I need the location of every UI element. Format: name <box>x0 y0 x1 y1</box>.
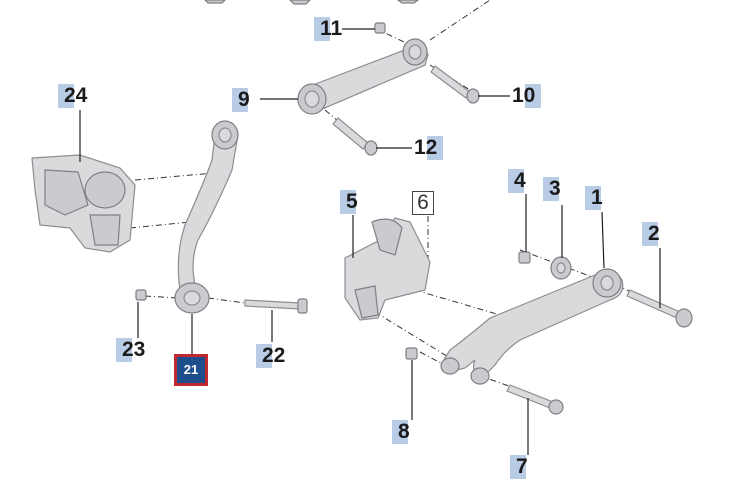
washer-3 <box>550 256 572 280</box>
leader-lines <box>79 28 661 455</box>
callout-1: 1 <box>585 186 607 210</box>
bolt-12 <box>332 117 378 156</box>
nut-23 <box>135 289 147 301</box>
callout-23: 23 <box>116 338 150 362</box>
wheel-carrier-24 <box>31 154 136 253</box>
nut-8 <box>405 347 418 360</box>
callout-4: 4 <box>508 169 530 193</box>
callout-11: 11 <box>314 17 347 41</box>
callout-6: 6 <box>412 191 434 215</box>
nut-11 <box>374 22 386 34</box>
callout-22: 22 <box>256 344 290 368</box>
callout-5: 5 <box>340 190 362 214</box>
callout-12: 12 <box>410 136 444 160</box>
control-arm-21 <box>174 120 239 314</box>
partial-item <box>204 0 226 4</box>
upper-link-arm <box>297 38 429 115</box>
callout-10: 10 <box>508 84 542 108</box>
bolt-22 <box>244 298 308 314</box>
callout-2: 2 <box>642 222 664 246</box>
partial-item <box>397 0 419 4</box>
trailing-arm-1 <box>440 268 624 385</box>
callout-24: 24 <box>58 84 92 108</box>
callout-3: 3 <box>543 177 565 201</box>
callout-8: 8 <box>392 420 414 444</box>
bolt-7 <box>506 384 564 415</box>
nut-4 <box>518 251 531 264</box>
callout-21[interactable]: 21 <box>174 354 208 386</box>
callout-7: 7 <box>510 455 532 479</box>
callout-9: 9 <box>232 88 254 112</box>
partial-item <box>289 0 311 5</box>
bracket-5 <box>344 217 431 321</box>
bolt-2 <box>626 289 693 328</box>
bolt-10 <box>430 65 480 104</box>
